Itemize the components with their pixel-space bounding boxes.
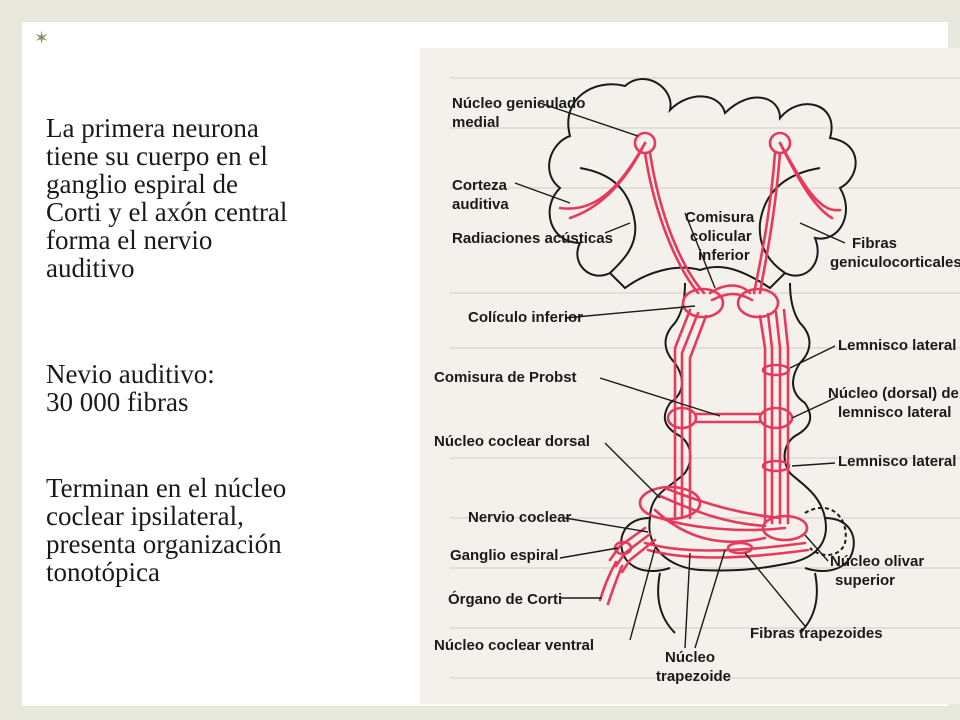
cochlear-nerve [620,538,657,574]
auditory-pathway-red [558,131,842,606]
label-nucleo-trapezoide: trapezoide [656,668,731,685]
text-line: Terminan en el núcleo [46,473,287,503]
label-corteza-auditiva: auditiva [452,196,509,213]
inferior-colliculus-left [681,287,725,319]
organ-of-corti [606,564,624,606]
paragraph-nervio-auditivo: Nevio auditivo: 30 000 fibras [46,360,406,416]
label-comisura-colicular-inferior: Comisura [685,209,755,226]
text-line: tonotópica [46,557,160,587]
acoustic-radiation-left [568,141,647,220]
diagram-labels: Núcleo geniculado medial Corteza auditiv… [434,95,960,685]
label-nucleo-coclear-ventral: Núcleo coclear ventral [434,637,594,654]
label-radiaciones-acusticas: Radiaciones acústicas [452,230,613,247]
lateral-lemniscus-right [752,151,777,295]
label-nucleo-trapezoide: Núcleo [665,649,715,666]
pons-outline [620,517,671,572]
text-line: Corti y el axón central [46,197,288,227]
label-lemnisco-lateral-lower: Lemnisco lateral [838,453,956,470]
trapezoid-fibers [658,516,787,532]
cerebrum-fold [758,167,821,274]
text-line: auditivo [46,253,135,283]
slide-border-bottom [0,706,960,720]
ascending-bundle-right [774,310,782,525]
paragraph-primera-neurona: La primera neurona tiene su cuerpo en el… [46,114,406,282]
trapezoid-fibers [646,548,810,559]
cochlear-nerve [608,526,647,562]
text-line: La primera neurona [46,113,259,143]
lateral-lemniscus-marker [761,459,791,473]
trapezoid-fibers [643,541,807,552]
label-nucleo-olivar-superior: Núcleo olivar [830,553,924,570]
label-nucleo-geniculado-medial: medial [452,114,500,131]
label-nucleo-dorsal-lemnisco: lemnisco lateral [838,404,951,421]
ascending-bundle-right [766,312,774,525]
label-ganglio-espiral: Ganglio espiral [450,547,558,564]
dorsal-striae [663,486,782,520]
ascending-bundle-right [782,308,790,525]
cochlear-nucleus-left [638,485,702,521]
lateral-lemniscus-left [643,151,700,295]
ascending-bundle-left [680,311,700,520]
slide: ✶ La primera neurona tiene su cuerpo en … [22,22,960,706]
collicular-commissure [708,284,752,295]
label-nucleo-dorsal-lemnisco: Núcleo (dorsal) de [828,385,959,402]
label-leader-lines [514,102,846,649]
dorsal-striae [658,494,767,528]
text-line: forma el nervio [46,225,213,255]
label-comisura-colicular-inferior: inferior [698,247,750,264]
inferior-colliculus-right [736,287,780,319]
trapezoid-nucleus [726,541,754,555]
dorsal-lemniscus-nucleus-left [666,406,698,430]
paragraph-terminan: Terminan en el núcleo coclear ipsilatera… [46,474,406,586]
text-line: Nevio auditivo: [46,359,215,389]
label-nucleo-geniculado-medial: Núcleo geniculado [452,95,585,112]
organ-of-corti [598,560,618,602]
auditory-pathway-diagram: Núcleo geniculado medial Corteza auditiv… [434,77,960,685]
trapezoid-fibers [653,508,767,544]
lateral-lemniscus-right [758,151,782,295]
label-corteza-auditiva: Corteza [452,177,508,194]
text-line: coclear ipsilateral, [46,501,244,531]
text-line: ganglio espiral de [46,169,238,199]
ascending-bundle-left [688,314,708,520]
label-fibras-geniculocorticales: geniculocorticales [830,254,960,271]
slide-border-left [0,0,22,720]
label-comisura-probst: Comisura de Probst [434,369,577,386]
star-bullet-icon: ✶ [34,28,50,49]
text-line: 30 000 fibras [46,387,189,417]
cerebrum-fold [579,167,637,274]
label-comisura-colicular-inferior: colicular [690,228,752,245]
geniculocortical-right [778,141,834,220]
label-nervio-coclear: Nervio coclear [468,509,572,526]
ascending-bundle-left [673,308,692,520]
collicular-commissure [710,292,754,302]
lower-brainstem-outline [799,572,818,634]
auditory-pathway-figure: Núcleo geniculado medial Corteza auditiv… [420,48,960,704]
label-fibras-geniculocorticales: Fibras [852,235,897,252]
label-fibras-trapezoides: Fibras trapezoides [750,625,883,642]
label-organo-corti: Órgano de Corti [448,590,562,608]
text-line: presenta organización [46,529,282,559]
geniculocortical-right [778,141,842,212]
slide-border-top [0,0,960,22]
label-nucleo-olivar-superior: superior [835,572,895,589]
lateral-lemniscus-marker [761,363,791,377]
label-coliculo-inferior: Colículo inferior [468,309,583,326]
lateral-lemniscus-left [648,151,706,295]
label-nucleo-coclear-dorsal: Núcleo coclear dorsal [434,433,590,450]
lower-brainstem-outline [657,572,676,634]
cerebrum-outline [548,78,857,290]
text-line: tiene su cuerpo en el [46,141,268,171]
label-lemnisco-lateral-upper: Lemnisco lateral [838,337,956,354]
superior-olive-right [761,514,809,542]
